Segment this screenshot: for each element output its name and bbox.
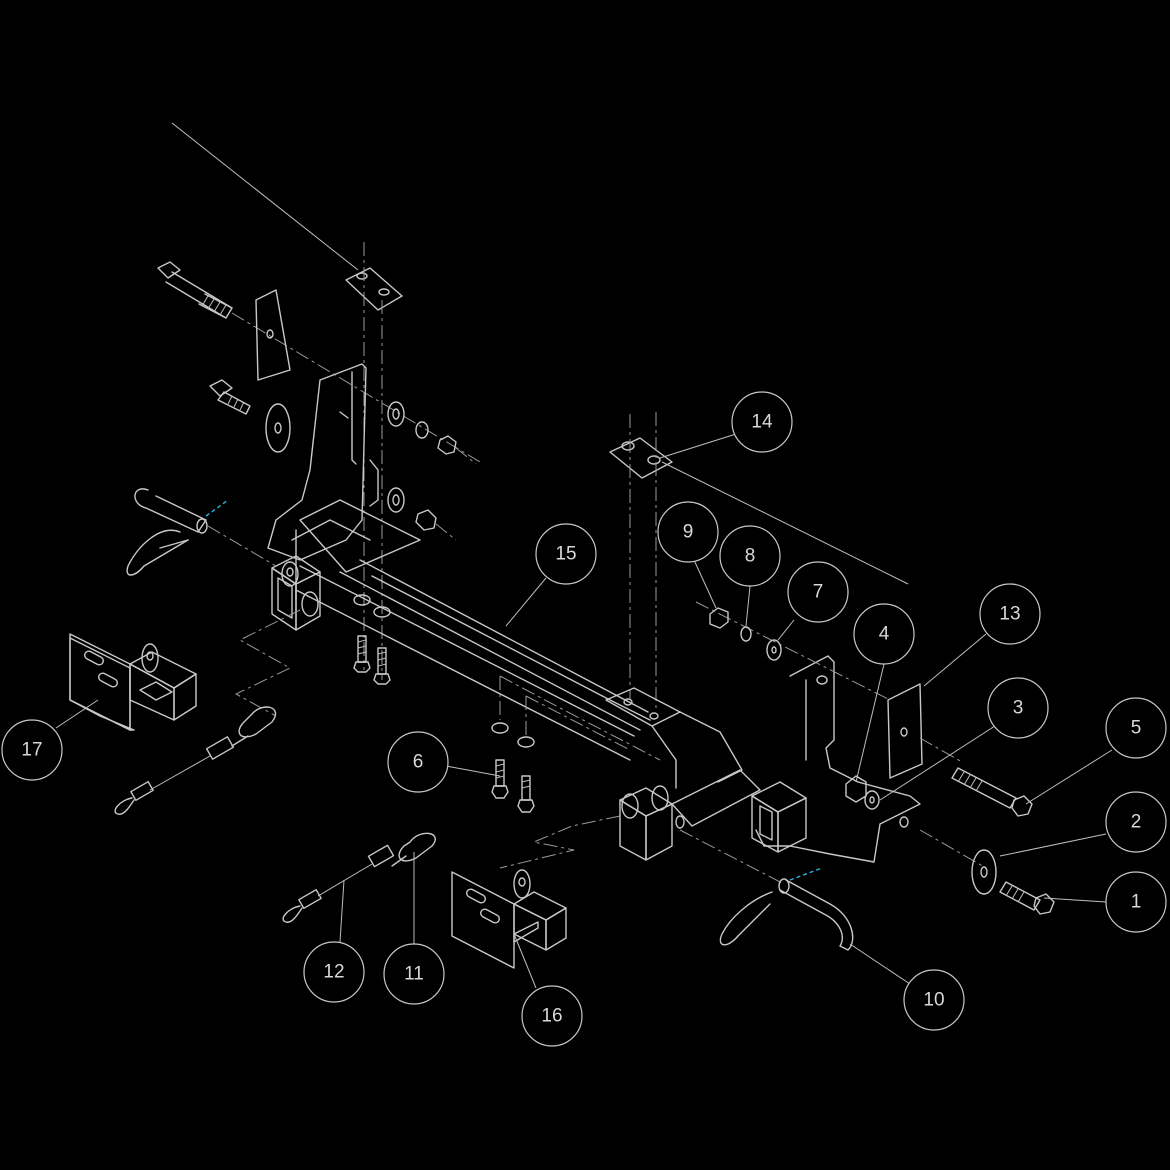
callout-label: 2 — [1131, 812, 1142, 833]
callout-2: 2 — [1105, 791, 1167, 853]
left-receiver-tube — [271, 555, 321, 631]
left-side-bracket — [267, 363, 379, 561]
right-flat-washer — [766, 639, 782, 661]
center-bolts — [491, 675, 661, 813]
callout-label: 12 — [323, 962, 344, 983]
callout-5: 5 — [1105, 697, 1167, 759]
upper-left-clamp-plate — [345, 267, 403, 311]
upper-cable-right — [661, 461, 909, 585]
crossbar-left-bolts — [353, 594, 391, 685]
callout-13: 13 — [979, 583, 1041, 645]
callout-label: 11 — [404, 964, 424, 985]
right-nut — [709, 607, 729, 629]
callout-label: 10 — [923, 990, 944, 1011]
upper-left-spacer-plate — [255, 289, 291, 381]
large-round-washer-left — [265, 403, 291, 453]
callout-label: 4 — [879, 624, 890, 645]
lower-left-receiver-bracket — [69, 633, 197, 731]
left-hitch-pin — [134, 488, 229, 534]
left-hitch-clip — [126, 529, 189, 576]
callout-4: 4 — [853, 603, 915, 665]
callout-14: 14 — [731, 391, 793, 453]
upper-left-short-bolt — [209, 379, 251, 415]
callout-11: 11 — [383, 943, 445, 1005]
lower-center-receiver-bracket — [451, 869, 567, 969]
right-long-bolt — [951, 767, 1033, 817]
callout-8: 8 — [719, 525, 781, 587]
main-crossbar — [291, 499, 651, 761]
callout-label: 16 — [541, 1006, 562, 1027]
callout-label: 1 — [1131, 892, 1142, 913]
center-crossbar-clamp — [605, 687, 743, 789]
callout-9: 9 — [657, 501, 719, 563]
callout-12: 12 — [303, 941, 365, 1003]
centerline — [207, 525, 277, 567]
centerline — [499, 815, 621, 869]
upper-left-washer-nut-stack — [387, 401, 477, 541]
leader-lines — [55, 433, 1113, 989]
callout-label: 8 — [745, 546, 756, 567]
upper-right-clamp-plate — [609, 437, 673, 479]
right-small-washer — [864, 790, 880, 810]
centerline — [919, 737, 963, 763]
callout-label: 14 — [751, 412, 773, 433]
lower-right-large-washer — [971, 849, 997, 895]
callout-label: 17 — [21, 740, 42, 761]
callout-10: 10 — [903, 969, 965, 1031]
right-hitch-pin — [778, 867, 854, 951]
callout-label: 7 — [813, 582, 824, 603]
right-lock-washer — [740, 626, 752, 642]
centerline — [234, 609, 301, 717]
centerline — [231, 312, 481, 463]
right-bracket-nut — [845, 775, 867, 803]
left-safety-cable — [114, 706, 277, 815]
callout-6: 6 — [387, 731, 449, 793]
right-side-bracket — [755, 655, 921, 863]
callout-label: 5 — [1131, 718, 1142, 739]
callout-17: 17 — [1, 719, 63, 781]
callout-label: 15 — [555, 544, 576, 565]
callout-1: 1 — [1105, 871, 1167, 933]
upper-left-long-bolt — [157, 261, 233, 319]
callout-15: 15 — [535, 523, 597, 585]
center-safety-cable — [282, 832, 436, 923]
callout-7: 7 — [787, 561, 849, 623]
callout-3: 3 — [987, 677, 1049, 739]
centerline — [919, 829, 987, 869]
callout-16: 16 — [521, 985, 583, 1047]
right-receiver-tubes — [619, 769, 807, 861]
upper-cable-left — [171, 122, 359, 271]
callout-label: 9 — [683, 522, 694, 543]
right-hitch-clip — [719, 891, 773, 946]
centerline — [679, 829, 785, 885]
callout-label: 13 — [999, 604, 1020, 625]
callout-label: 3 — [1013, 698, 1024, 719]
right-spacer-plate — [887, 683, 923, 779]
callout-label: 6 — [413, 752, 424, 773]
lower-right-short-bolt — [999, 881, 1055, 915]
